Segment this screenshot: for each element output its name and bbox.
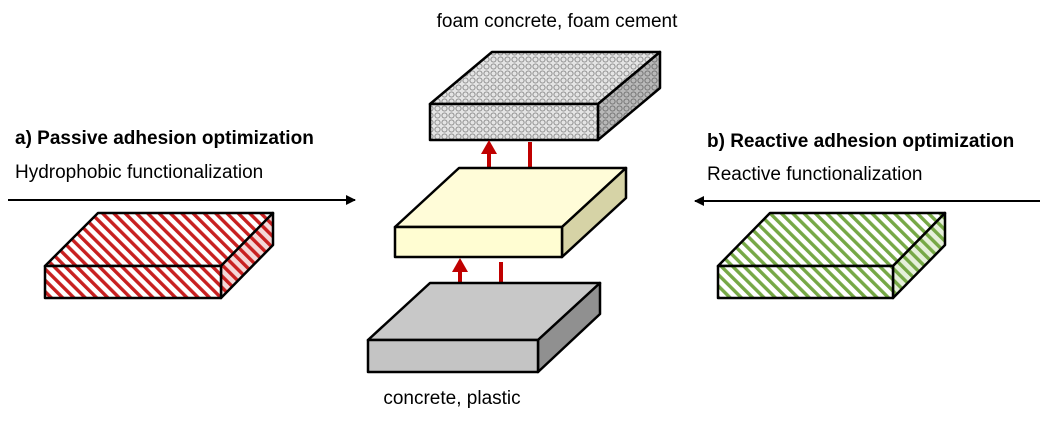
bottom-material-label: concrete, plastic [383,388,520,409]
right-title: b) Reactive adhesion optimization [707,131,1014,152]
right-subtitle: Reactive functionalization [707,164,922,185]
green-hatched-block-icon [716,211,947,300]
adhesive-layer-icon [393,166,628,259]
substrate-block-icon [366,281,602,374]
left-subtitle: Hydrophobic functionalization [15,162,263,183]
foam-block-icon [428,50,662,142]
red-hatched-block-icon [43,211,275,300]
top-material-label: foam concrete, foam cement [437,11,678,32]
left-title: a) Passive adhesion optimization [15,128,314,149]
